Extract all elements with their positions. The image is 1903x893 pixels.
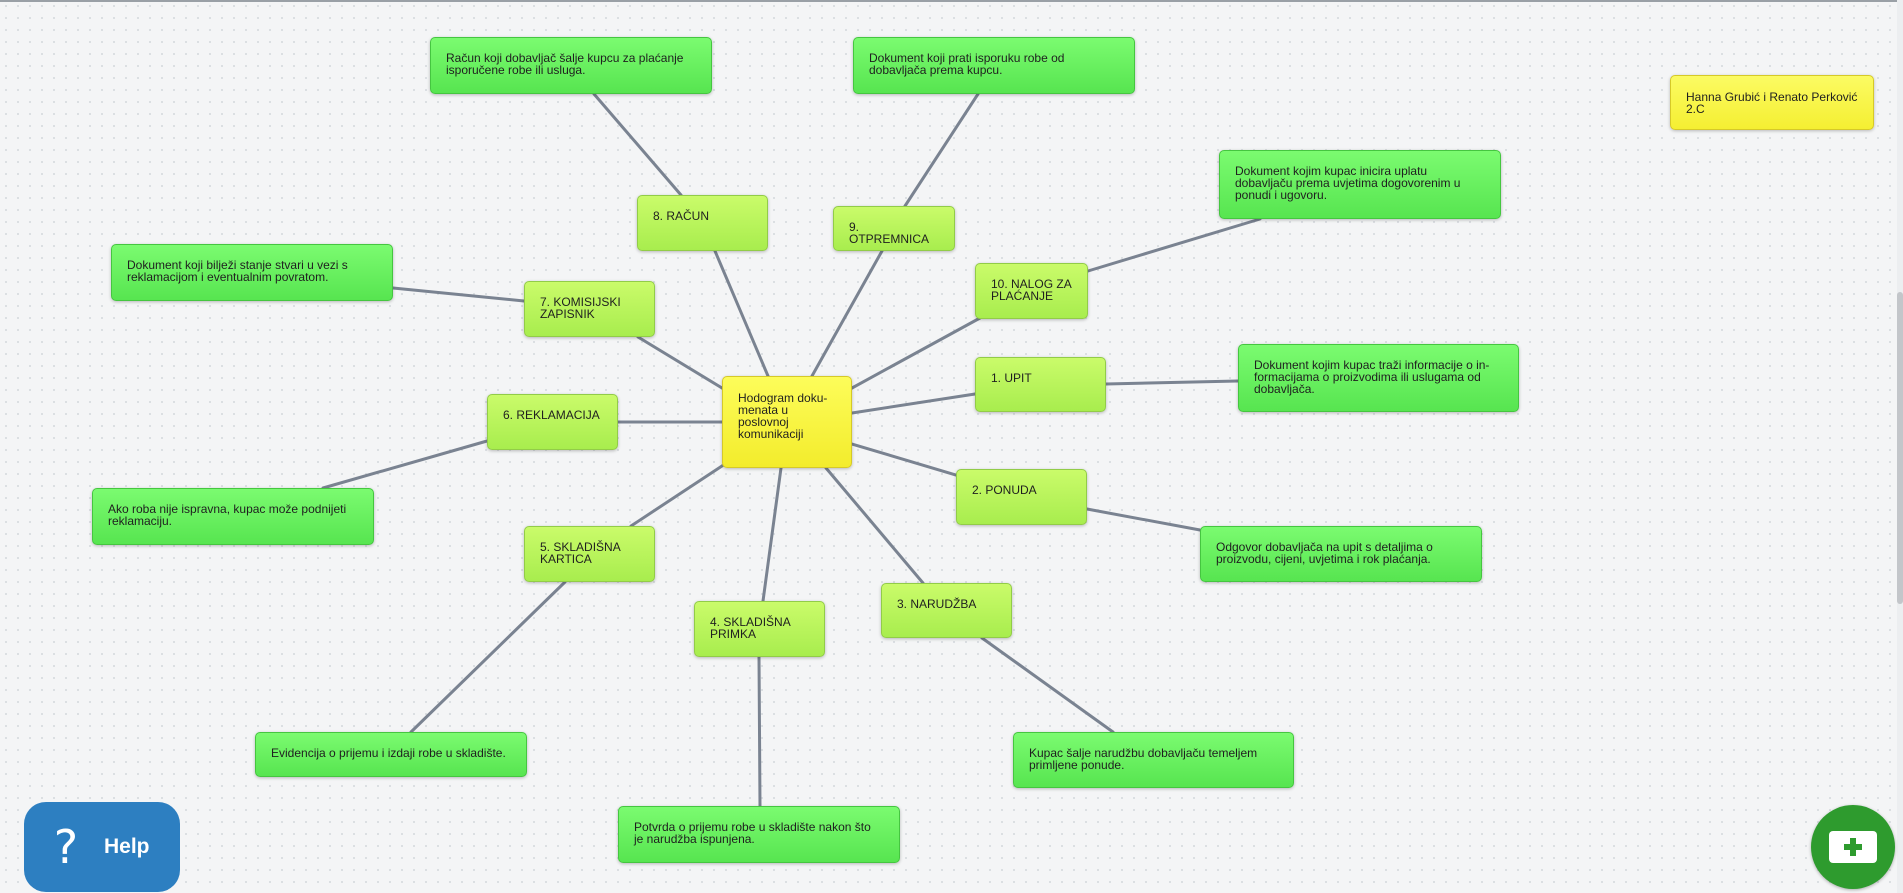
connector-reklamacija-to-description (321, 439, 489, 490)
connector-otpremnica-to-description (903, 92, 980, 208)
branch-node-narudzba[interactable]: 3. NARUDŽBA (881, 583, 1012, 638)
description-node-upit[interactable]: Dokument kojim kupac traži informacije o… (1238, 344, 1519, 412)
branch-label: 1. UPIT (991, 371, 1032, 385)
description-node-ponuda[interactable]: Odgovor dobavljača na upit s detaljima o… (1200, 526, 1482, 582)
description-node-skladisna-kartica[interactable]: Evidencija o prijemu i izdaji robe u skl… (255, 732, 527, 777)
description-node-narudzba[interactable]: Kupac šalje narudžbu dobavljaču temeljem… (1013, 732, 1294, 788)
connector-center-to-skladisna-primka (761, 466, 783, 603)
connector-center-to-otpremnica (810, 249, 884, 378)
center-node[interactable]: Hodogram doku- menata u poslovnoj komuni… (722, 376, 852, 468)
description-text: Dokument koji bilježi stanje stvari u ve… (127, 258, 348, 284)
connector-racun-to-description (592, 92, 683, 197)
connector-center-to-ponuda (850, 442, 958, 477)
branch-node-ponuda[interactable]: 2. PONUDA (956, 469, 1087, 525)
connector-skladisna-kartica-to-description (409, 580, 567, 734)
connector-center-to-narudzba (824, 466, 925, 585)
vertical-scrollbar[interactable] (1897, 0, 1903, 893)
connector-center-to-komisijski-zapisnik (636, 335, 724, 390)
connector-nalog-to-description (1086, 217, 1262, 273)
connector-center-to-nalog (850, 316, 982, 390)
description-text: Odgovor dobavljača na upit s detaljima o… (1216, 540, 1433, 566)
branch-node-upit[interactable]: 1. UPIT (975, 357, 1106, 412)
connector-center-to-upit (850, 392, 977, 415)
connector-center-to-racun (713, 249, 770, 378)
branch-label: 9. OTPREMNICA (849, 220, 930, 246)
connector-center-to-skladisna-kartica (629, 462, 727, 528)
description-text: Evidencija o prijemu i izdaji robe u skl… (271, 746, 506, 760)
branch-node-nalog-za-placanje[interactable]: 10. NALOG ZA PLAĆANJE (975, 263, 1088, 319)
branch-node-otpremnica[interactable]: 9. OTPREMNICA (833, 206, 955, 251)
help-button[interactable]: ? Help (24, 802, 180, 892)
branch-label: 10. NALOG ZA PLAĆANJE (991, 277, 1072, 303)
description-text: Dokument kojim kupac inicira uplatu doba… (1235, 164, 1461, 202)
description-node-otpremnica[interactable]: Dokument koji prati isporuku robe od dob… (853, 37, 1135, 94)
branch-node-racun[interactable]: 8. RAČUN (637, 195, 768, 251)
description-node-reklamacija[interactable]: Ako roba nije ispravna, kupac može podni… (92, 488, 374, 545)
branch-node-komisijski-zapisnik[interactable]: 7. KOMISIJSKI ZAPISNIK (524, 281, 655, 337)
branch-label: 7. KOMISIJSKI ZAPISNIK (540, 295, 621, 321)
branch-label: 4. SKLADIŠNA PRIMKA (710, 615, 791, 641)
description-node-skladisna-primka[interactable]: Potvrda o prijemu robe u skladište nakon… (618, 806, 900, 863)
description-text: Dokument kojim kupac traži informacije o… (1254, 358, 1490, 396)
description-text: Dokument koji prati isporuku robe od dob… (869, 51, 1065, 77)
branch-node-skladisna-primka[interactable]: 4. SKLADIŠNA PRIMKA (694, 601, 825, 657)
add-card-icon (1829, 831, 1877, 863)
description-node-komisijski-zapisnik[interactable]: Dokument koji bilježi stanje stvari u ve… (111, 244, 393, 301)
connector-skladisna-primka-to-description (757, 655, 762, 808)
description-node-racun[interactable]: Račun koji dobavljač šalje kupcu za plać… (430, 37, 712, 94)
help-label: Help (104, 835, 150, 858)
connector-upit-to-description (1104, 379, 1240, 386)
center-node-text: Hodogram doku- menata u poslovnoj komuni… (738, 391, 828, 441)
branch-label: 2. PONUDA (972, 483, 1037, 497)
description-text: Potvrda o prijemu robe u skladište nakon… (634, 820, 871, 846)
branch-label: 6. REKLAMACIJA (503, 408, 600, 422)
connector-ponuda-to-description (1085, 507, 1202, 532)
description-node-nalog-za-placanje[interactable]: Dokument kojim kupac inicira uplatu doba… (1219, 150, 1501, 219)
branch-node-reklamacija[interactable]: 6. REKLAMACIJA (487, 394, 618, 450)
branch-label: 5. SKLADIŠNA KARTICA (540, 540, 621, 566)
scrollbar-thumb[interactable] (1897, 292, 1903, 604)
connector-komisijski-zapisnik-to-description (391, 286, 526, 303)
author-note-text: Hanna Grubić i Renato Perković 2.C (1686, 90, 1858, 116)
add-card-button[interactable] (1811, 805, 1895, 889)
author-note[interactable]: Hanna Grubić i Renato Perković 2.C (1670, 75, 1874, 130)
question-mark-icon: ? (53, 820, 79, 874)
description-text: Ako roba nije ispravna, kupac može podni… (108, 502, 347, 528)
branch-label: 3. NARUDŽBA (897, 597, 977, 611)
branch-node-skladisna-kartica[interactable]: 5. SKLADIŠNA KARTICA (524, 526, 655, 582)
top-border (0, 0, 1903, 2)
description-text: Račun koji dobavljač šalje kupcu za plać… (446, 51, 684, 77)
description-text: Kupac šalje narudžbu dobavljaču temeljem… (1029, 746, 1258, 772)
connector-narudzba-to-description (980, 636, 1115, 734)
branch-label: 8. RAČUN (653, 209, 710, 223)
